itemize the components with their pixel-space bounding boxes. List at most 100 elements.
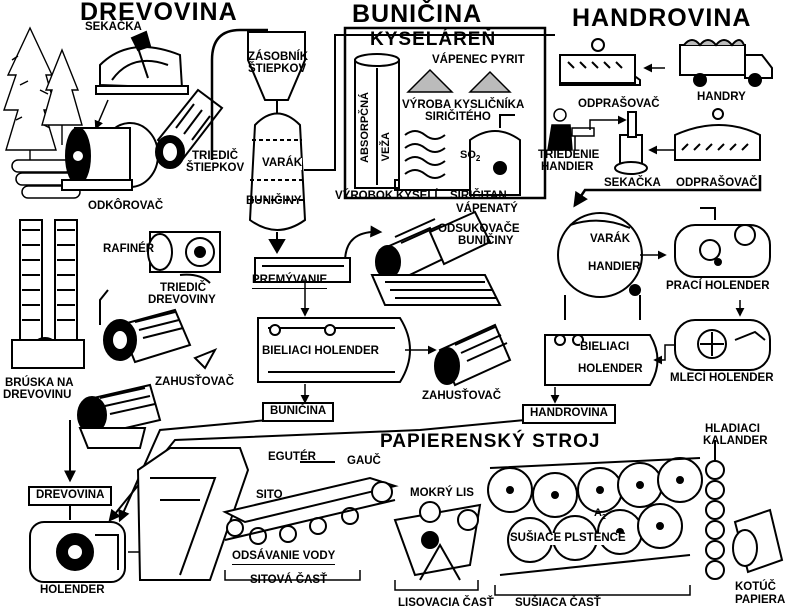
label-gauc: GAUČ (347, 455, 381, 467)
label-triedic-stiepkov-2: ŠTIEPKOV (186, 162, 245, 174)
label-kotuc-1: KOTÚČ (735, 581, 776, 593)
label-bruska-1: BRÚSKA NA (5, 377, 74, 389)
label-vyroba-2: SIRIČITÉHO (425, 111, 491, 123)
sulfur-dioxide-coil (404, 130, 446, 179)
acid-plant-frame (343, 26, 547, 200)
label-odkorovac: ODKÔROVAČ (88, 200, 164, 212)
washing-tank (254, 257, 351, 283)
absorption-tower (354, 53, 400, 189)
label-odsukovace-2: BUNIČINY (458, 235, 514, 247)
label-zahustovac-1: ZAHUSŤOVAČ (155, 376, 235, 388)
label-odsavanie: ODSÁVANIE VODY (232, 550, 336, 565)
limestone-pyrite-pile (406, 68, 512, 93)
wet-press (393, 501, 482, 581)
pulp-digester (248, 112, 307, 254)
heading-kyselaren: KYSELÁREŇ (370, 29, 497, 50)
label-susiace-plstence: SUŠIACE PLSTENCE (510, 532, 626, 545)
label-odprasovac-top: ODPRAŠOVAČ (578, 98, 660, 110)
label-so2: SO2 (460, 149, 481, 164)
label-rafiner: RAFINÉR (103, 243, 155, 255)
thickener-drevovina (103, 308, 218, 370)
label-vyrobok: VÝROBOK (335, 190, 394, 202)
heading-handrovina: HANDROVINA (572, 4, 752, 32)
label-hladiaci-2: KALANDER (703, 435, 768, 447)
box-drevovina: DREVOVINA (28, 486, 113, 506)
sorting-worker (547, 108, 595, 151)
label-a2: A2 (594, 507, 606, 522)
chipper-machine (95, 30, 189, 95)
dryer-cylinders (487, 457, 703, 576)
label-zahustovac-2: ZAHUSŤOVAČ (422, 390, 502, 402)
label-vyroba-1: VÝROBA KYSLIČNÍKA (402, 99, 525, 111)
washing-beater (674, 224, 771, 278)
wood-grinder (11, 219, 85, 369)
label-egutter: EGUTÉR (268, 451, 316, 463)
label-triedenie-2: HANDIER (541, 161, 594, 173)
label-kotuc-2: PAPIERA (735, 594, 786, 606)
heading-papierensky-stroj: PAPIERENSKÝ STROJ (380, 431, 601, 452)
rag-duster (559, 38, 641, 86)
label-varak-2: BUNIČINY (246, 195, 302, 207)
tree-icon (3, 26, 83, 170)
label-bieliaci-hand-2: HOLENDER (578, 363, 643, 376)
label-sekacka: SEKAČKA (85, 21, 142, 33)
rag-boiler (557, 212, 643, 320)
refiner-machine (147, 231, 221, 284)
wire-section (222, 461, 399, 545)
chip-screen-drum (155, 88, 224, 169)
thickener-pulp (434, 323, 512, 387)
label-triedic-drev-2: DREVOVINY (148, 294, 216, 306)
hollander-beater (29, 521, 126, 583)
box-bunicina: BUNIČINA (262, 402, 335, 422)
label-kyselina: KYSELÍ (396, 190, 438, 202)
rag-duster-2 (674, 108, 761, 161)
label-sito: SITO (256, 489, 283, 501)
label-siricitan-2: VÁPENATÝ (456, 203, 518, 215)
truck-icon (679, 39, 773, 87)
label-siricitan-1: SIRIČITAN (450, 190, 507, 202)
chip-conveyor-pipe (210, 28, 268, 160)
label-lisovacia-cast: LISOVACIA ČASŤ (398, 597, 494, 609)
chip-silo (247, 31, 306, 114)
label-odprasovac-hand: ODPRAŠOVAČ (676, 177, 758, 189)
label-varak-hand-1: VARÁK (590, 233, 631, 245)
label-triedic-stiepkov-1: TRIEDIČ (192, 150, 238, 162)
label-varak-1: VARÁK (262, 157, 303, 170)
label-handry: HANDRY (697, 91, 746, 103)
label-susiaca-cast: SUŠIACA ČASŤ (515, 597, 601, 609)
label-mokry-lis: MOKRÝ LIS (410, 487, 474, 499)
box-handrovina: HANDROVINA (522, 404, 616, 424)
sulfite-vessel (469, 114, 521, 196)
label-bruska-2: DREVOVINU (3, 389, 72, 401)
calender-stack (705, 440, 725, 580)
headbox (136, 447, 250, 581)
label-sekacka-hand: SEKAČKA (604, 177, 661, 189)
label-veza: VEŽA (380, 132, 392, 162)
label-bieliaci-holender: BIELIACI HOLENDER (262, 345, 379, 358)
knotter-machines (370, 210, 502, 306)
label-odsukovace-1: ODSUKOVAČE (438, 223, 520, 235)
debarker-drum (61, 122, 159, 191)
acid-pipe (304, 34, 555, 171)
label-varak-hand-2: HANDIER (588, 261, 641, 273)
label-triedic-drev-1: TRIEDIČ (160, 282, 206, 294)
section-brackets (224, 570, 691, 596)
heading-bunicina: BUNIČINA (352, 0, 483, 28)
label-vapenec-pyrit: VÁPENEC PYRIT (432, 54, 525, 66)
label-holender: HOLENDER (40, 584, 105, 596)
label-praci-holender: PRACÍ HOLENDER (666, 280, 770, 292)
label-mleci-holender: MLECÍ HOLENDER (670, 372, 774, 384)
label-premyvanie: PREMÝVANIE (252, 274, 328, 289)
label-triedenie-1: TRIEDENIE (538, 149, 600, 161)
label-sitova-cast: SITOVÁ ČASŤ (250, 574, 328, 586)
label-absorpcna: ABSORPČNÁ (359, 92, 371, 163)
label-bieliaci-hand-1: BIELIACI (580, 341, 630, 354)
label-hladiaci-1: HLADIACI (705, 423, 760, 435)
label-zasobnik-1: ZÁSOBNÍK (248, 51, 309, 63)
heading-drevovina: DREVOVINA (80, 0, 238, 26)
paper-reel (732, 508, 784, 574)
label-zasobnik-2: ŠTIEPKOV (248, 63, 307, 75)
thickener-lower (77, 383, 162, 449)
